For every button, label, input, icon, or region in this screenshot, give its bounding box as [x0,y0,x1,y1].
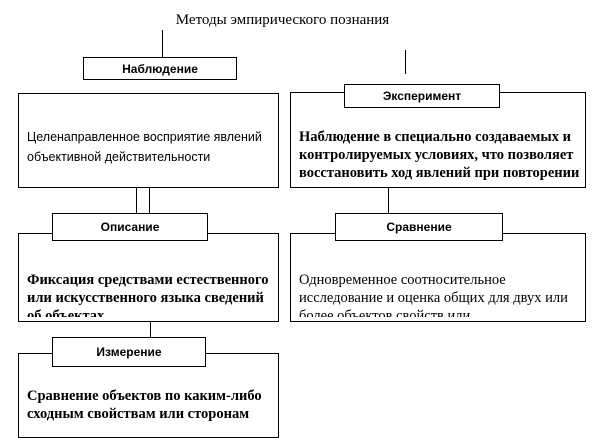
description-label: Описание [52,213,208,241]
connector-experiment-comparison [388,188,389,213]
experiment-box: Наблюдение в специально создаваемых и ко… [290,92,586,188]
observation-box: Целенаправленное восприятие явлений объе… [18,93,279,188]
comparison-label: Сравнение [335,213,503,241]
experiment-description: Наблюдение в специально создаваемых и ко… [299,129,580,181]
description-box: Фиксация средствами естественного или ис… [18,233,279,322]
connector-description-measurement [150,322,151,337]
measurement-description: Сравнение объектов по каким-либо сходным… [27,388,262,422]
observation-description: Целенаправленное восприятие явлений объе… [27,130,262,164]
comparison-box: Одновременное соотносительное исследован… [290,233,586,322]
connector-title [162,30,163,57]
connector-observation-description [136,188,137,213]
connector-observation-description-2 [149,188,150,213]
comparison-description: Одновременное соотносительное исследован… [299,272,568,317]
measurement-label: Измерение [52,337,206,367]
description-method-description: Фиксация средствами естественного или ис… [27,272,269,317]
connector-experiment [405,50,406,74]
experiment-label: Эксперимент [344,84,500,108]
diagram-title: Методы эмпирического познания [175,12,390,28]
observation-label: Наблюдение [83,57,237,80]
